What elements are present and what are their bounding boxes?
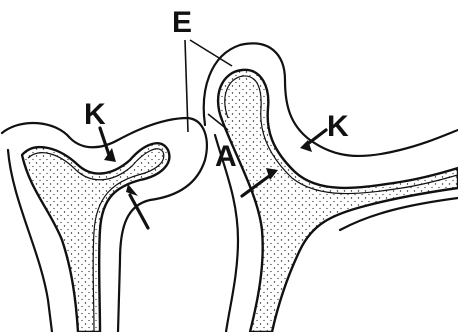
- label-k-right: K: [327, 110, 349, 143]
- left-fold: [2, 118, 207, 332]
- label-a: A: [215, 140, 237, 173]
- label-k-left: K: [84, 98, 106, 131]
- label-e: E: [172, 6, 192, 39]
- right-fold: [204, 43, 458, 332]
- arrow-left-lower-head: [126, 184, 138, 196]
- arrow-left-lower: [130, 195, 148, 228]
